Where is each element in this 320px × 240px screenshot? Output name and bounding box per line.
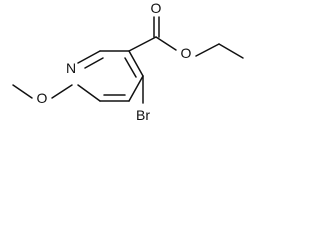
methoxy-group bbox=[12, 84, 73, 99]
bond-n-c2-inner bbox=[84, 57, 104, 69]
atom-label-oxygen-methoxy: O bbox=[37, 90, 48, 106]
atom-label-oxygen-ester: O bbox=[181, 45, 192, 61]
bond-c4-c5 bbox=[128, 75, 144, 102]
bond-c3-c4-inner bbox=[124, 57, 137, 78]
atom-label-oxygen-carbonyl: O bbox=[151, 0, 162, 16]
atom-label-nitrogen: N bbox=[66, 60, 76, 76]
bond-c3-c4 bbox=[128, 50, 144, 77]
pyridine-ring bbox=[77, 50, 144, 102]
bond-n-c2 bbox=[77, 50, 101, 64]
bond-ch2-ch3 bbox=[218, 43, 244, 59]
atom-label-bromine: Br bbox=[136, 107, 150, 123]
bond-c3-ccarbonyl bbox=[128, 36, 157, 52]
ester-group bbox=[128, 16, 244, 59]
bond-oester-ch2 bbox=[195, 43, 220, 57]
bond-c6-n bbox=[77, 84, 101, 102]
bond-c-oester bbox=[155, 36, 177, 51]
molecule-diagram: N O Br O O bbox=[12, 0, 244, 123]
bond-o-ch3 bbox=[12, 84, 33, 99]
bond-c6-o bbox=[51, 84, 73, 99]
structure-canvas: N O Br O O bbox=[12, 0, 244, 123]
